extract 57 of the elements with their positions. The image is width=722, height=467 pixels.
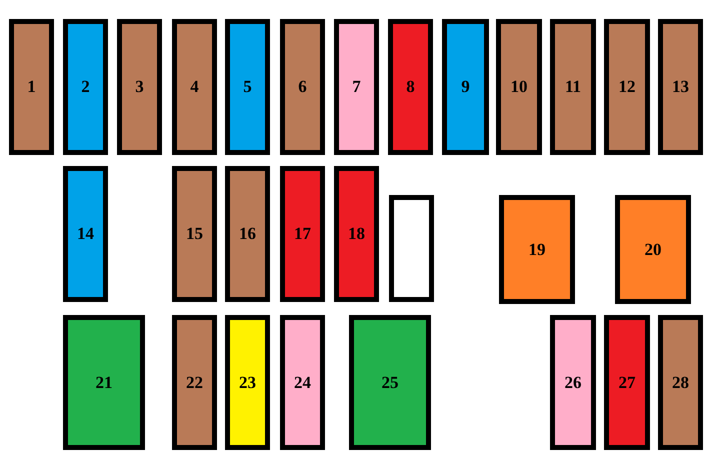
- fuse-number: 20: [644, 240, 662, 260]
- fuse: [349, 315, 431, 450]
- fuse: [334, 19, 379, 155]
- fuse: [117, 19, 162, 155]
- fuse: [550, 315, 596, 450]
- fuse-number: 6: [298, 77, 307, 97]
- fuse-number: 1: [27, 77, 36, 97]
- fuse-number: 4: [190, 77, 199, 97]
- fuse-number: 17: [294, 224, 311, 244]
- fuse-number: 19: [528, 240, 546, 260]
- fuse: [63, 166, 108, 302]
- fuse-number: 14: [77, 224, 94, 244]
- fuse: [604, 315, 650, 450]
- fuse-number: 21: [96, 372, 112, 392]
- fuse: [63, 315, 145, 450]
- fuse-number: 12: [618, 77, 636, 97]
- fuse: [604, 19, 650, 155]
- fuse-number: 28: [672, 372, 689, 392]
- fuse-number: 13: [672, 77, 689, 97]
- fuse: [550, 19, 596, 155]
- fuse-number: 23: [239, 372, 256, 392]
- fuse: [280, 315, 325, 450]
- fuse: [172, 19, 217, 155]
- fuse: [658, 19, 703, 155]
- fuse: [388, 19, 433, 155]
- fuse-number: 3: [135, 77, 144, 97]
- fuse: [658, 315, 703, 450]
- fuse: [225, 19, 270, 155]
- fuse-number: 10: [510, 77, 528, 97]
- fuse-number: 22: [186, 372, 203, 392]
- fuse-number: 16: [239, 224, 256, 244]
- fuse: [499, 195, 575, 304]
- fuse: [225, 166, 270, 302]
- fuse-number: 5: [243, 77, 252, 97]
- fuse: [225, 315, 270, 450]
- fuse-number: 24: [294, 372, 311, 392]
- fuse: [172, 315, 217, 450]
- fuse: [334, 166, 379, 302]
- fuse-number: 18: [348, 224, 365, 244]
- fuse-number: 11: [564, 77, 582, 97]
- fuse-number: 9: [461, 77, 470, 97]
- fuse: [615, 195, 691, 304]
- fuse-number: 25: [382, 372, 398, 392]
- fuse-number: 7: [352, 77, 361, 97]
- fuse: [496, 19, 542, 155]
- fuse: [9, 19, 54, 155]
- fuse-number: 26: [564, 372, 582, 392]
- fuse: [280, 19, 325, 155]
- fuse-number: 15: [186, 224, 203, 244]
- empty-fuse-slot: [389, 195, 434, 302]
- fuse-number: 2: [81, 77, 90, 97]
- fuse: [280, 166, 325, 302]
- fuse-number: 8: [406, 77, 415, 97]
- fuse: [172, 166, 217, 302]
- fuse-number: 27: [618, 372, 636, 392]
- fuse: [442, 19, 489, 155]
- fuse: [63, 19, 108, 155]
